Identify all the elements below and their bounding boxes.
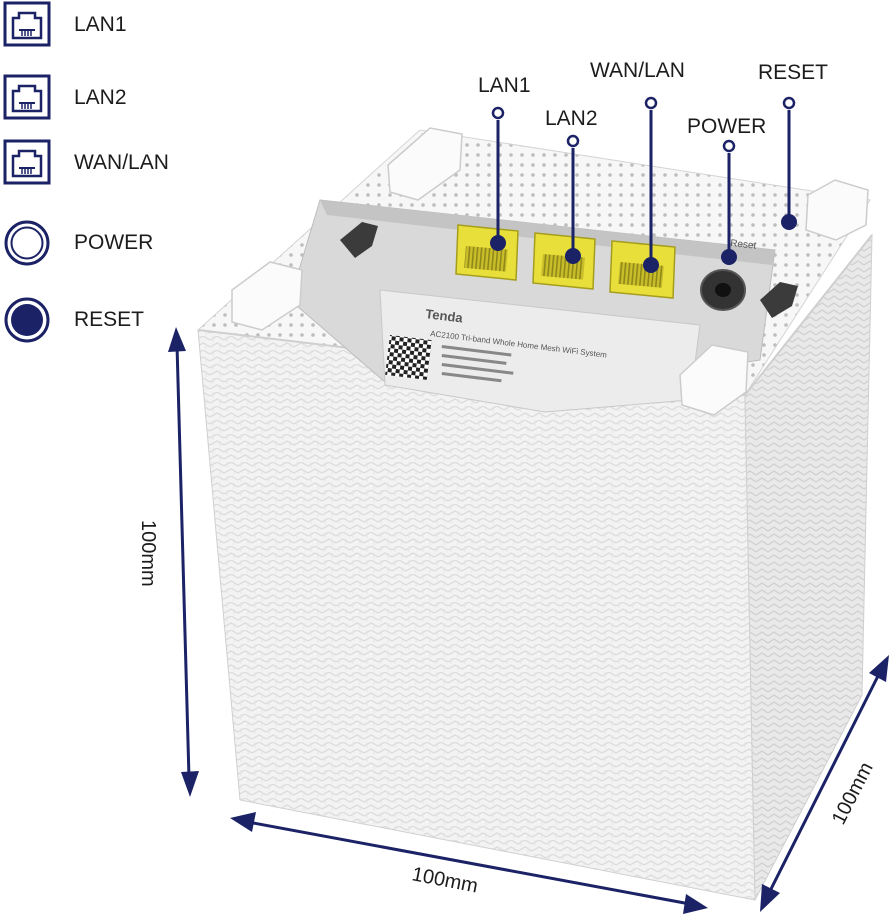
port-legend: LAN1 LAN2 WAN/LAN POWER xyxy=(0,0,200,345)
legend-label-lan2: LAN2 xyxy=(74,86,127,109)
ethernet-port-icon xyxy=(3,1,51,47)
depth-dimension-arrow xyxy=(760,655,889,912)
legend-item-lan2: LAN2 xyxy=(2,73,127,123)
legend-label-lan1: LAN1 xyxy=(74,13,127,36)
callout-dot-reset xyxy=(782,96,796,110)
power-ring-icon xyxy=(4,220,50,266)
foot-back-left xyxy=(387,127,463,201)
depth-dimension-label: 100mm xyxy=(828,759,878,828)
ethernet-port-icon xyxy=(3,74,51,120)
ethernet-port-icon xyxy=(3,139,51,185)
qr-code xyxy=(385,335,432,380)
reset-text: Reset xyxy=(730,238,757,252)
device-label xyxy=(379,289,701,413)
foot-front-right xyxy=(679,344,749,416)
legend-label-power: POWER xyxy=(74,231,154,254)
height-dimension-label: 100mm xyxy=(137,520,159,587)
callout-marker-lan1 xyxy=(490,235,506,251)
legend-item-power: POWER xyxy=(2,218,153,268)
callout-label-lan1: LAN1 xyxy=(478,74,531,97)
callout-marker-power xyxy=(721,249,737,265)
callout-marker-lan2 xyxy=(565,248,581,264)
callout-dot-wanlan xyxy=(644,96,658,110)
legend-item-lan1: LAN1 xyxy=(2,0,127,50)
legend-item-reset: RESET xyxy=(2,295,144,345)
callout-dot-power xyxy=(722,139,736,153)
callout-dot-lan2 xyxy=(566,134,580,148)
power-socket xyxy=(700,269,746,311)
legend-label-wanlan: WAN/LAN xyxy=(74,151,169,174)
port-wanlan xyxy=(609,240,676,299)
callout-label-wanlan: WAN/LAN xyxy=(590,59,685,82)
port-lan1 xyxy=(455,224,519,281)
callout-marker-wanlan xyxy=(643,257,659,273)
height-dimension-arrow xyxy=(168,327,199,797)
callout-label-power: POWER xyxy=(687,115,766,138)
width-dimension-arrow xyxy=(230,812,708,914)
brand-text: Tenda xyxy=(425,306,465,326)
reset-dot-icon xyxy=(4,297,50,343)
width-dimension-label: 100mm xyxy=(410,863,480,897)
foot-back-right xyxy=(805,179,869,241)
mount-slot-right xyxy=(760,282,798,318)
foot-front-left xyxy=(231,261,303,331)
callout-marker-reset xyxy=(781,214,797,230)
mount-slot-left xyxy=(340,222,378,258)
legend-item-wanlan: WAN/LAN xyxy=(2,138,169,188)
port-lan2 xyxy=(532,232,596,290)
callout-label-lan2: LAN2 xyxy=(545,107,598,130)
device-front-face xyxy=(197,329,756,901)
callout-label-reset: RESET xyxy=(758,61,828,84)
legend-label-reset: RESET xyxy=(74,308,145,331)
callout-dot-lan1 xyxy=(491,106,505,120)
